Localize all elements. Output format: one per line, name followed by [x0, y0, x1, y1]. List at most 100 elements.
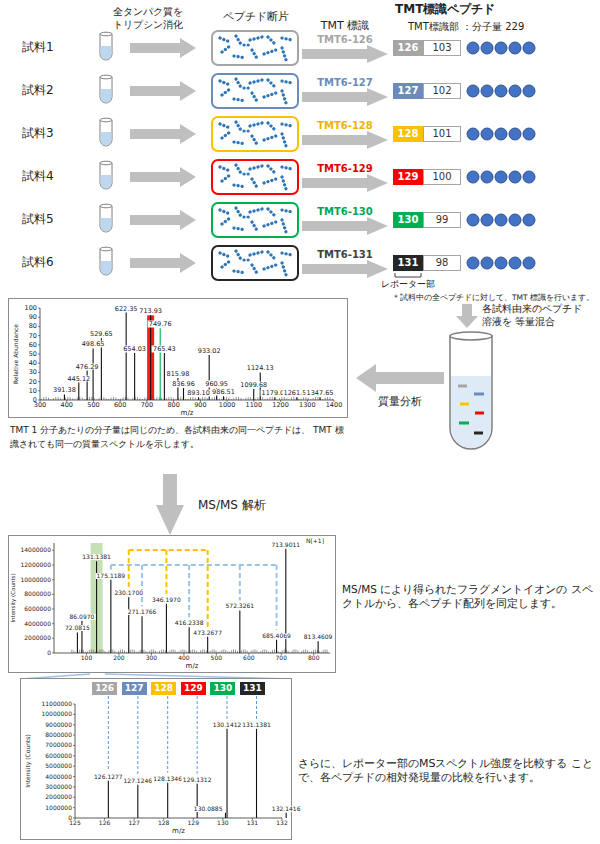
tmt-tag-box: 126 [393, 40, 423, 56]
tag-text: 130 [394, 213, 422, 227]
peak-label: 132.1416 [271, 806, 302, 812]
peak-label: 1124.13 [246, 365, 275, 372]
mix-arrow [456, 304, 478, 328]
noise-peaks [72, 649, 327, 653]
label: TMT6-130 [317, 205, 373, 218]
peak-label: 986.51 [211, 389, 236, 396]
annotation: N[+1] [306, 538, 324, 544]
tick-label: 6000000 [45, 753, 72, 759]
reporter-header: 131 [240, 682, 265, 695]
tick-label: 50 [29, 351, 37, 358]
tick-label: 200 [113, 655, 124, 661]
sample-row [100, 160, 535, 194]
label: ＊試料中の全ペプチドに対して、TMT 標識を行います。 [392, 293, 594, 303]
label: TMT6-127 [317, 76, 373, 89]
highlight-bar [147, 315, 154, 400]
header-text: 126 [92, 682, 117, 695]
peak-label: 572.3261 [225, 603, 256, 609]
tmt-tag-box: 98 [423, 255, 461, 271]
peak-label: 271.1766 [127, 609, 158, 615]
tick-label: 4000000 [45, 774, 72, 780]
tick-label: 126 [99, 820, 110, 826]
tick-label: 4000000 [24, 621, 51, 627]
tick-label: 100 [81, 655, 92, 661]
tag-text: 129 [394, 170, 422, 184]
label: TMT 標識 [321, 19, 369, 33]
peak-label: 86.0970 [69, 614, 96, 620]
header-text: 127 [122, 682, 147, 695]
peaks [108, 729, 286, 818]
tmt-tag-box: 131 [393, 255, 423, 271]
tmt-tag-box: 127 [393, 83, 423, 99]
tick-label: 400 [178, 655, 189, 661]
peak-label: 72.0815 [64, 625, 91, 631]
axis-title: m/z [181, 410, 194, 417]
tick-label: 10000000 [41, 711, 72, 717]
tick-label: 2000000 [45, 794, 72, 800]
peak-label: 130.0885 [193, 806, 224, 812]
tag-text: 98 [424, 256, 460, 270]
tag-text: 126 [394, 41, 422, 55]
tick-label: 800 [308, 655, 319, 661]
tick-label: 9000000 [45, 722, 72, 728]
tick-label: 60 [29, 342, 37, 349]
tag-text: 102 [424, 84, 460, 98]
tick-label: 1000 [219, 402, 236, 409]
tick-label: 20 [29, 378, 37, 385]
label: 質量分析 [378, 395, 422, 409]
peak-label: 713.9011 [270, 542, 301, 548]
tick-label: 600 [114, 402, 126, 409]
spectrum-panel: Relative Abundancem/z0102030405060708090… [8, 298, 348, 474]
sample-row [100, 74, 535, 108]
tick-label: 500 [211, 655, 222, 661]
label: 全タンパク質を トリプシン消化 [109, 5, 187, 31]
tick-label: 0 [47, 650, 51, 656]
peak-label: 960.95 [204, 381, 229, 388]
peak-label: 765.43 [152, 346, 177, 353]
tick-label: 500 [87, 402, 99, 409]
tick-label: 5000000 [45, 763, 72, 769]
reporter-header: 130 [210, 682, 235, 695]
tick-label: 1000000 [45, 805, 72, 811]
peak-label: 476.29 [75, 363, 100, 370]
fragment-series [129, 550, 208, 627]
tmt-tag-box: 101 [423, 126, 461, 142]
tick-label: 70 [29, 332, 37, 339]
peak-label: 836.96 [171, 381, 196, 388]
panel-frame [21, 679, 292, 840]
tick-label: 90 [29, 314, 37, 321]
tmt-tag-box: 130 [393, 212, 423, 228]
peak-label: 933.02 [197, 347, 222, 354]
fragment-series [111, 565, 277, 630]
tick-label: 700 [141, 402, 153, 409]
label: 試料3 [22, 126, 54, 142]
label: TMT6-129 [317, 162, 373, 175]
tick-label: 1100 [246, 402, 263, 409]
tick-label: 8000000 [45, 732, 72, 738]
axis-title: Relative Abundance [13, 324, 19, 384]
spectrum-panel: Intensity (Counts)m/z0100000020000003000… [20, 678, 292, 840]
axes [54, 543, 330, 653]
panel-frame [9, 536, 336, 673]
tick-label: 3000000 [45, 784, 72, 790]
tick-label: 2000000 [24, 635, 51, 641]
noise-peaks [41, 397, 332, 400]
peak-label: 529.65 [89, 331, 114, 338]
tick-label: 131 [247, 820, 258, 826]
spectrum-plot [8, 535, 336, 673]
ticks [73, 704, 282, 820]
peak-label: 713.93 [138, 308, 163, 315]
flow-arrow [163, 474, 177, 505]
tick-label: 6000000 [24, 606, 51, 612]
reporter-header: 128 [151, 682, 176, 695]
tick-label: 10000000 [20, 577, 51, 583]
tick-label: 800 [167, 402, 179, 409]
ticks [38, 308, 334, 402]
tick-label: 128 [158, 820, 169, 826]
tick-label: 300 [34, 402, 46, 409]
tick-label: 400 [61, 402, 73, 409]
label: 試料1 [22, 40, 54, 56]
tag-text: 99 [424, 213, 460, 227]
peak-label: 131.1381 [81, 554, 112, 560]
peak-label: 126.1277 [93, 774, 124, 780]
